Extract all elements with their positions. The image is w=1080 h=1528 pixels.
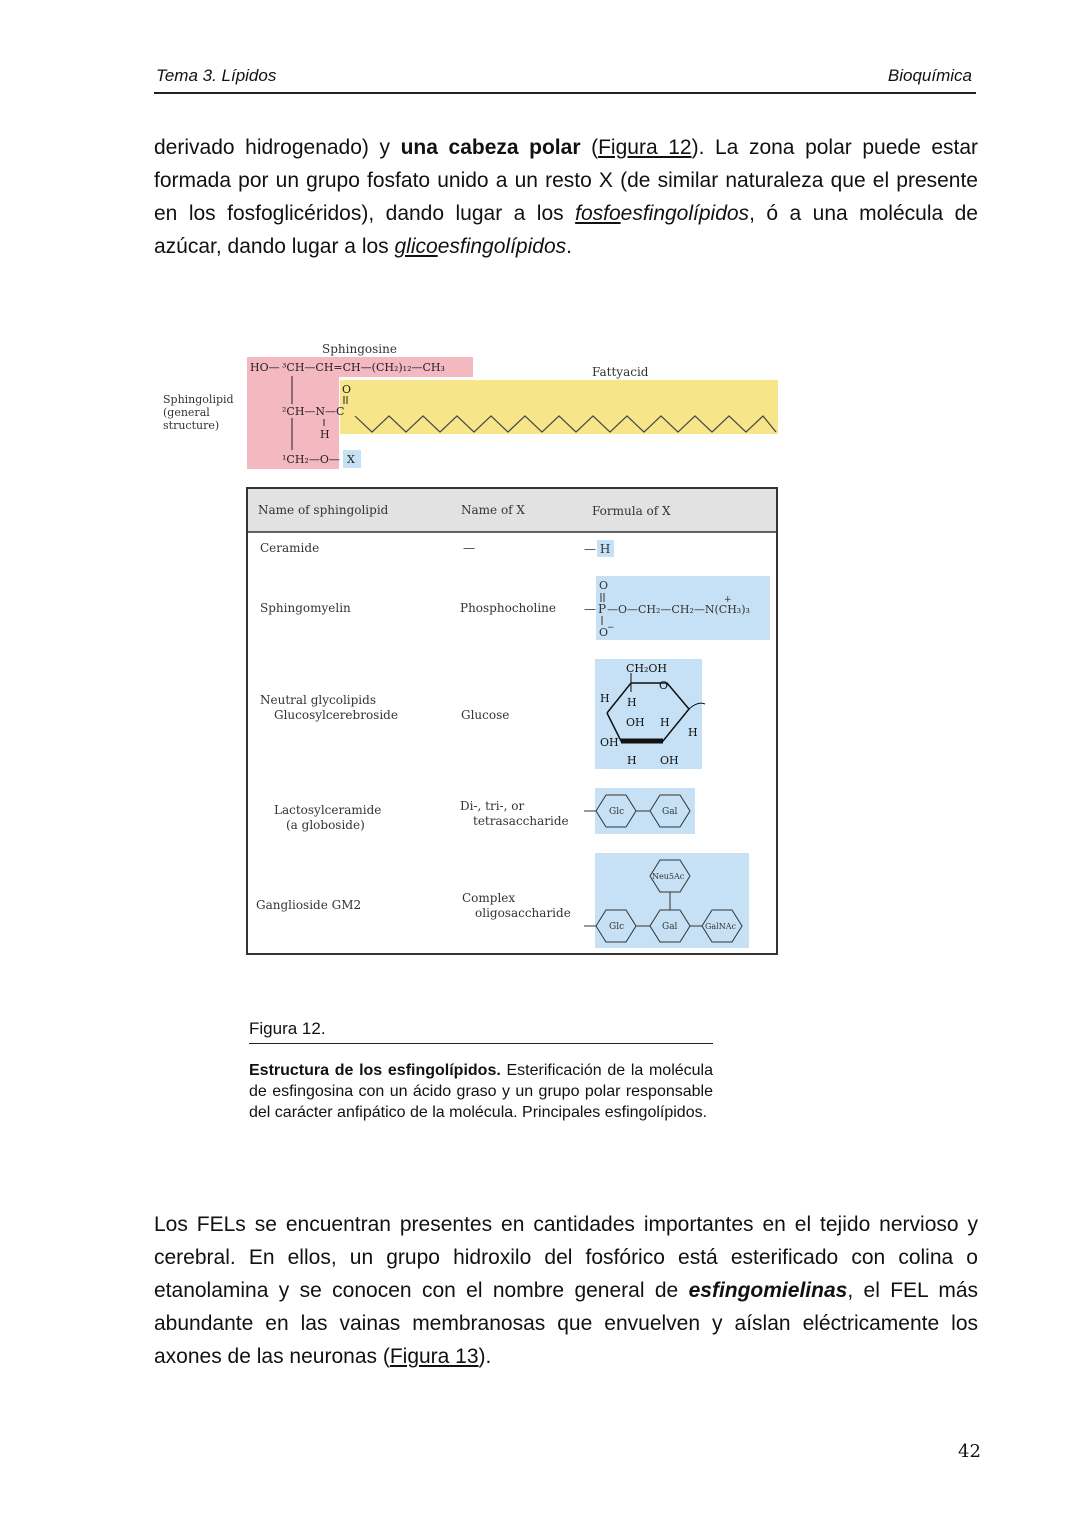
row-glucosyl-name-line1: Neutral glycolipids — [260, 693, 376, 707]
side-label-line3: structure) — [163, 419, 219, 432]
row-lactosyl-x-line2: tetrasaccharide — [473, 814, 569, 828]
caption-title: Figura 12. — [249, 1019, 713, 1044]
glucose-ch2oh: CH₂OH — [626, 662, 667, 675]
hydrogen-highlight — [597, 540, 614, 557]
emphasis-term: esfingolípidos — [620, 202, 750, 225]
caption-bold: Estructura de los esfingolípidos. — [249, 1062, 501, 1079]
gal-label: Gal — [662, 807, 678, 817]
row-lactosyl-name-line2: (a globoside) — [286, 818, 365, 832]
sphingolipid-table — [246, 487, 778, 955]
emphasis-prefix: fosfo — [575, 202, 621, 225]
figure-12-link[interactable]: Figura 12 — [598, 136, 692, 159]
column-header-name: Name of sphingolipid — [258, 503, 389, 517]
row-ganglioside-x-line1: Complex — [462, 891, 515, 905]
text-span: , ó a una molécula de azúcar, dando luga… — [154, 202, 978, 258]
table-header-row — [248, 489, 776, 532]
gal-label: Gal — [662, 922, 678, 932]
glc-label: Glc — [609, 807, 624, 817]
glucose-oh: OH — [626, 716, 645, 729]
fatty-acid-highlight — [340, 380, 778, 434]
column-header-formula: Formula of X — [592, 504, 671, 518]
row-ceramide-x: — — [463, 541, 475, 555]
paragraph-fels: Los FELs se encuentran presentes en cant… — [154, 1208, 978, 1373]
row-ceramide-formula: — H — [584, 542, 610, 556]
glucose-oh: OH — [600, 736, 619, 749]
sphingosine-highlight — [247, 357, 473, 377]
caption-text: Esterificación de la molécula de esfingo… — [249, 1062, 713, 1121]
row-glucosyl-name-line2: Glucosylcerebroside — [274, 708, 398, 722]
side-label-line1: Sphingolipid — [163, 393, 234, 406]
glucose-oh: OH — [660, 754, 679, 767]
column-header-x: Name of X — [461, 503, 525, 517]
header-subject: Bioquímica — [887, 66, 972, 85]
neu5ac-label: Neu5Ac — [652, 872, 685, 881]
ho-group: HO— — [250, 361, 280, 374]
row-sphingomyelin-x: Phosphocholine — [460, 601, 556, 615]
fatty-acid-label: Fattyacid — [592, 365, 649, 379]
paragraph-intro: derivado hidrogenado) y una cabeza polar… — [154, 131, 978, 263]
text-span: derivado hidrogenado) y — [154, 136, 401, 159]
phosphate-dash: — — [584, 602, 596, 616]
galnac-label: GalNAc — [705, 922, 736, 931]
row-glucosyl-x: Glucose — [461, 708, 509, 722]
amide-hydrogen: H — [320, 428, 330, 441]
positive-charge: + — [724, 595, 732, 605]
glucose-ring-oxygen: O — [659, 679, 668, 692]
page-number: 42 — [958, 1441, 981, 1462]
glc-label: Glc — [609, 922, 624, 932]
text-span: ). — [478, 1345, 492, 1368]
glucose-h: H — [688, 726, 698, 739]
sphingosine-chain: ³CH—CH=CH—(CH₂)₁₂—CH₃ — [282, 361, 445, 374]
glucose-h: H — [627, 754, 637, 767]
row-ceramide-name: Ceramide — [260, 541, 319, 555]
figure-13-link[interactable]: Figura 13 — [389, 1345, 479, 1368]
gal-hexagon — [649, 794, 691, 828]
caption-body: Estructura de los esfingolípidos. Esteri… — [249, 1060, 713, 1123]
row-lactosyl-x-line1: Di-, tri-, or — [460, 799, 524, 813]
fatty-acid-chain — [354, 415, 777, 433]
glucose-h: H — [660, 716, 670, 729]
glucose-ring — [606, 673, 706, 744]
sphingolipid-diagram: Sphingosine Fattyacid Sphingolipid (gene… — [163, 342, 778, 955]
x-group-highlight — [343, 450, 361, 468]
page-header: Tema 3. Lípidos Bioquímica — [154, 64, 976, 94]
galnac-hexagon — [701, 909, 743, 943]
phosphorus-atom: P — [598, 602, 606, 616]
amide-group: ²CH—N—C — [282, 405, 344, 418]
hydroxymethyl-group: ¹CH₂—O— — [282, 453, 340, 466]
bold-italic-term: esfingomielinas — [688, 1279, 848, 1302]
oligosaccharide-highlight — [595, 853, 749, 948]
row-sphingomyelin-name: Sphingomyelin — [260, 601, 351, 615]
side-label-line2: (general — [163, 406, 210, 419]
sphingolipid-figure: Sphingosine Fattyacid Sphingolipid (gene… — [160, 336, 790, 966]
row-ganglioside-x-line2: oligosaccharide — [475, 906, 571, 920]
glucose-h: H — [627, 696, 637, 709]
glucose-highlight — [595, 659, 702, 769]
bold-term: una cabeza polar — [400, 136, 581, 159]
phosphocholine-highlight — [596, 576, 770, 640]
phosphate-oxygen-top: O — [599, 579, 608, 592]
neu5ac-hexagon — [649, 859, 691, 893]
sphingosine-label: Sphingosine — [322, 342, 397, 356]
glucose-h: H — [600, 692, 610, 705]
x-group: X — [347, 453, 355, 466]
row-lactosyl-name-line1: Lactosylceramide — [274, 803, 381, 817]
phosphate-oxygen-bottom: O — [599, 626, 608, 639]
text-span: ( — [580, 136, 599, 159]
figure-caption: Figura 12. Estructura de los esfingolípi… — [249, 1019, 713, 1123]
row-ganglioside-name: Ganglioside GM2 — [256, 898, 361, 912]
text-span: , el FEL más abundante en las vainas mem… — [154, 1279, 978, 1368]
negative-charge: − — [607, 623, 615, 633]
header-chapter-title: Tema 3. Lípidos — [156, 66, 277, 85]
text-span: . — [566, 235, 572, 258]
emphasis-prefix: glico — [394, 235, 438, 258]
emphasis-term: esfingolípidos — [437, 235, 567, 258]
text-span: Los FELs se encuentran presentes en cant… — [154, 1213, 978, 1302]
choline-chain: —O—CH₂—CH₂—N(CH₃)₃ — [607, 603, 750, 616]
carbonyl-oxygen: O — [342, 383, 351, 396]
text-span: ). La zona polar puede estar formada por… — [154, 136, 979, 225]
